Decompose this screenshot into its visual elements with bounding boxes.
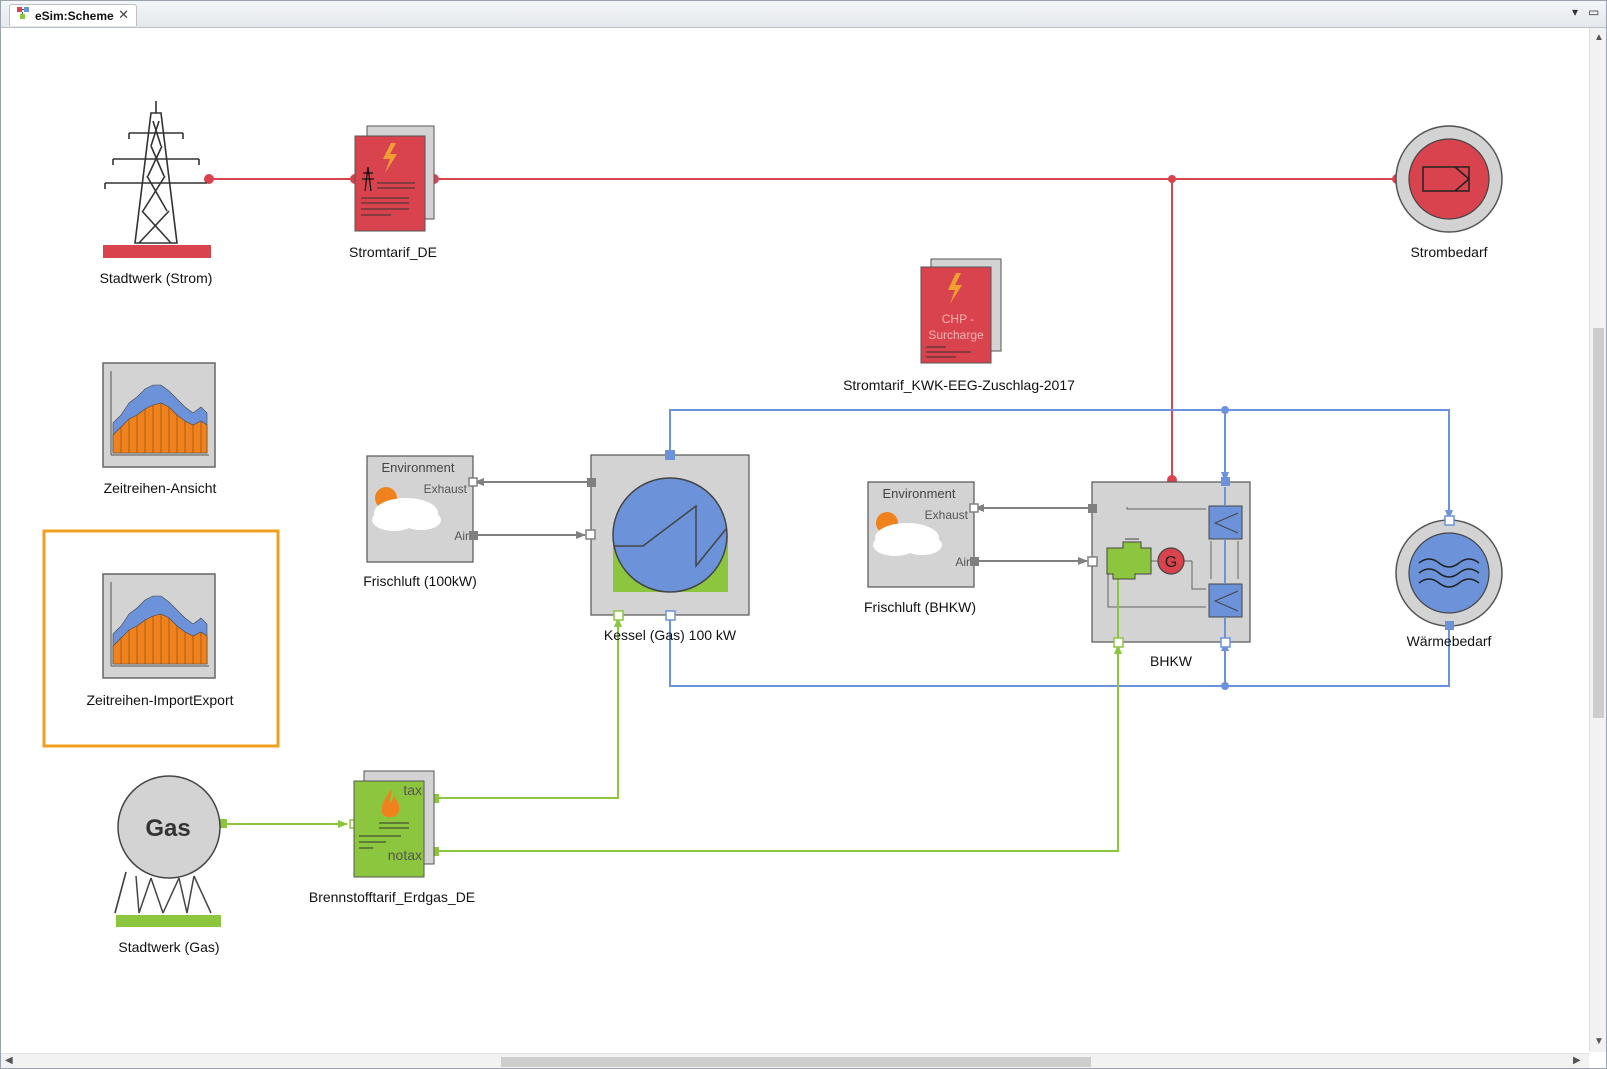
- tariff-node-kwk[interactable]: CHP - Surcharge Stromtarif_KWK-EEG-Zusch…: [843, 258, 1075, 393]
- tab-label: eSim:Scheme: [35, 8, 114, 23]
- label-zeitreihen-importexport: Zeitreihen-ImportExport: [86, 692, 233, 708]
- boiler-node[interactable]: Kessel (Gas) 100 kW: [585, 450, 750, 643]
- view-menu-icon[interactable]: ▾: [1572, 5, 1579, 19]
- heat-exchanger-icon: [612, 477, 728, 593]
- electric-junction: [1168, 175, 1176, 183]
- scroll-left-icon[interactable]: ◀: [5, 1055, 13, 1066]
- label-stadtwerk-gas: Stadtwerk (Gas): [118, 939, 219, 955]
- heat-junction-bottom: [1221, 682, 1229, 690]
- scroll-right-icon[interactable]: ▶: [1573, 1055, 1581, 1066]
- heat-supply-line[interactable]: [669, 409, 1453, 520]
- label-kessel: Kessel (Gas) 100 kW: [604, 627, 737, 643]
- lightning-icon: [383, 143, 397, 173]
- flame-icon: [381, 788, 400, 818]
- ground-bar: [103, 245, 211, 258]
- waves-icon: [1418, 558, 1480, 588]
- tab-esim-scheme[interactable]: eSim:Scheme ✕: [9, 4, 137, 26]
- sun-cloud-icon: [372, 487, 441, 531]
- gas-tax-line[interactable]: [434, 617, 622, 799]
- heat-return-line[interactable]: [669, 615, 1450, 687]
- vertical-scrollbar[interactable]: ▲ ▼: [1589, 28, 1606, 1052]
- timeseries-view-node[interactable]: Zeitreihen-Ansicht: [102, 362, 217, 496]
- horizontal-scroll-thumb[interactable]: [501, 1057, 1091, 1067]
- vertical-scroll-thumb[interactable]: [1593, 328, 1604, 718]
- tab-bar: eSim:Scheme ✕ ▾ ▭: [1, 1, 1606, 28]
- electric-demand-node[interactable]: Strombedarf: [1395, 125, 1503, 260]
- heat-junction-top: [1221, 406, 1229, 414]
- fuel-tariff-node[interactable]: tax notax Brennstofftarif_Erdgas_DE: [309, 770, 475, 905]
- gas-notax-line[interactable]: [434, 644, 1122, 852]
- port-gas-out: [218, 819, 227, 828]
- exhaust-label-2: Exhaust: [925, 508, 969, 522]
- fresh-air-node-kessel[interactable]: Environment Exhaust Air Frischluft (100k…: [363, 455, 478, 589]
- timeseries-importexport-node[interactable]: Zeitreihen-ImportExport: [42, 529, 280, 748]
- generator-icon: G: [1157, 547, 1185, 575]
- gas-ground-bar: [116, 915, 221, 927]
- close-icon[interactable]: ✕: [118, 7, 129, 22]
- label-brennstofftarif: Brennstofftarif_Erdgas_DE: [309, 889, 475, 905]
- label-frischluft-100: Frischluft (100kW): [363, 573, 477, 589]
- label-waermebedarf: Wärmebedarf: [1407, 633, 1492, 649]
- power-grid-node[interactable]: Stadtwerk (Strom): [100, 101, 213, 286]
- air-label-2: Air: [955, 555, 970, 569]
- lightning-icon-kwk: [948, 273, 962, 304]
- environment-label-1: Environment: [382, 460, 455, 475]
- horizontal-scrollbar[interactable]: ◀ ▶: [1, 1053, 1589, 1068]
- label-bhkw: BHKW: [1150, 653, 1193, 669]
- label-zeitreihen-ansicht: Zeitreihen-Ansicht: [104, 480, 217, 496]
- generator-label: G: [1165, 554, 1177, 571]
- scroll-down-icon[interactable]: ▼: [1594, 1036, 1604, 1047]
- heat-exchanger-top-icon: [1208, 505, 1243, 540]
- gas-tank-icon: [117, 775, 221, 879]
- tax-label: tax: [403, 782, 422, 798]
- environment-label-2: Environment: [883, 486, 956, 501]
- pylon-icon: [104, 101, 207, 244]
- pylon-mini-icon: [362, 166, 374, 192]
- label-stromtarif-de: Stromtarif_DE: [349, 244, 437, 260]
- gas-tank-label: Gas: [145, 815, 190, 842]
- exhaust-label-1: Exhaust: [424, 482, 468, 496]
- label-frischluft-bhkw: Frischluft (BHKW): [864, 599, 976, 615]
- label-strombedarf: Strombedarf: [1410, 244, 1487, 260]
- label-kwk-tarif: Stromtarif_KWK-EEG-Zuschlag-2017: [843, 377, 1075, 393]
- gas-supplier-node[interactable]: Gas Stadtwerk (Gas): [114, 775, 221, 955]
- label-stadtwerk-strom: Stadtwerk (Strom): [100, 270, 213, 286]
- chp-node[interactable]: G BHKW: [1087, 477, 1251, 669]
- tariff-node-strom[interactable]: Stromtarif_DE: [349, 125, 437, 260]
- sun-cloud-icon-2: [873, 512, 942, 556]
- notax-label: notax: [388, 847, 422, 863]
- scroll-up-icon[interactable]: ▲: [1594, 32, 1604, 43]
- fresh-air-node-bhkw[interactable]: Environment Exhaust Air Frischluft (BHKW…: [864, 481, 979, 615]
- kwk-text-2: Surcharge: [928, 328, 984, 342]
- plug-icon: [1422, 166, 1471, 192]
- kwk-text-1: CHP -: [942, 312, 974, 326]
- minimize-icon[interactable]: ▭: [1588, 5, 1600, 19]
- engine-icon: [1106, 538, 1152, 580]
- port-grid-out: [204, 174, 214, 184]
- heat-demand-node[interactable]: Wärmebedarf: [1395, 515, 1503, 649]
- heat-exchanger-bottom-icon: [1208, 583, 1243, 618]
- scheme-canvas[interactable]: Stadtwerk (Strom) Stromtarif_DE: [1, 28, 1588, 1052]
- scheme-diagram: Stadtwerk (Strom) Stromtarif_DE: [42, 101, 1503, 955]
- scheme-icon: [16, 6, 30, 25]
- air-label-1: Air: [454, 529, 469, 543]
